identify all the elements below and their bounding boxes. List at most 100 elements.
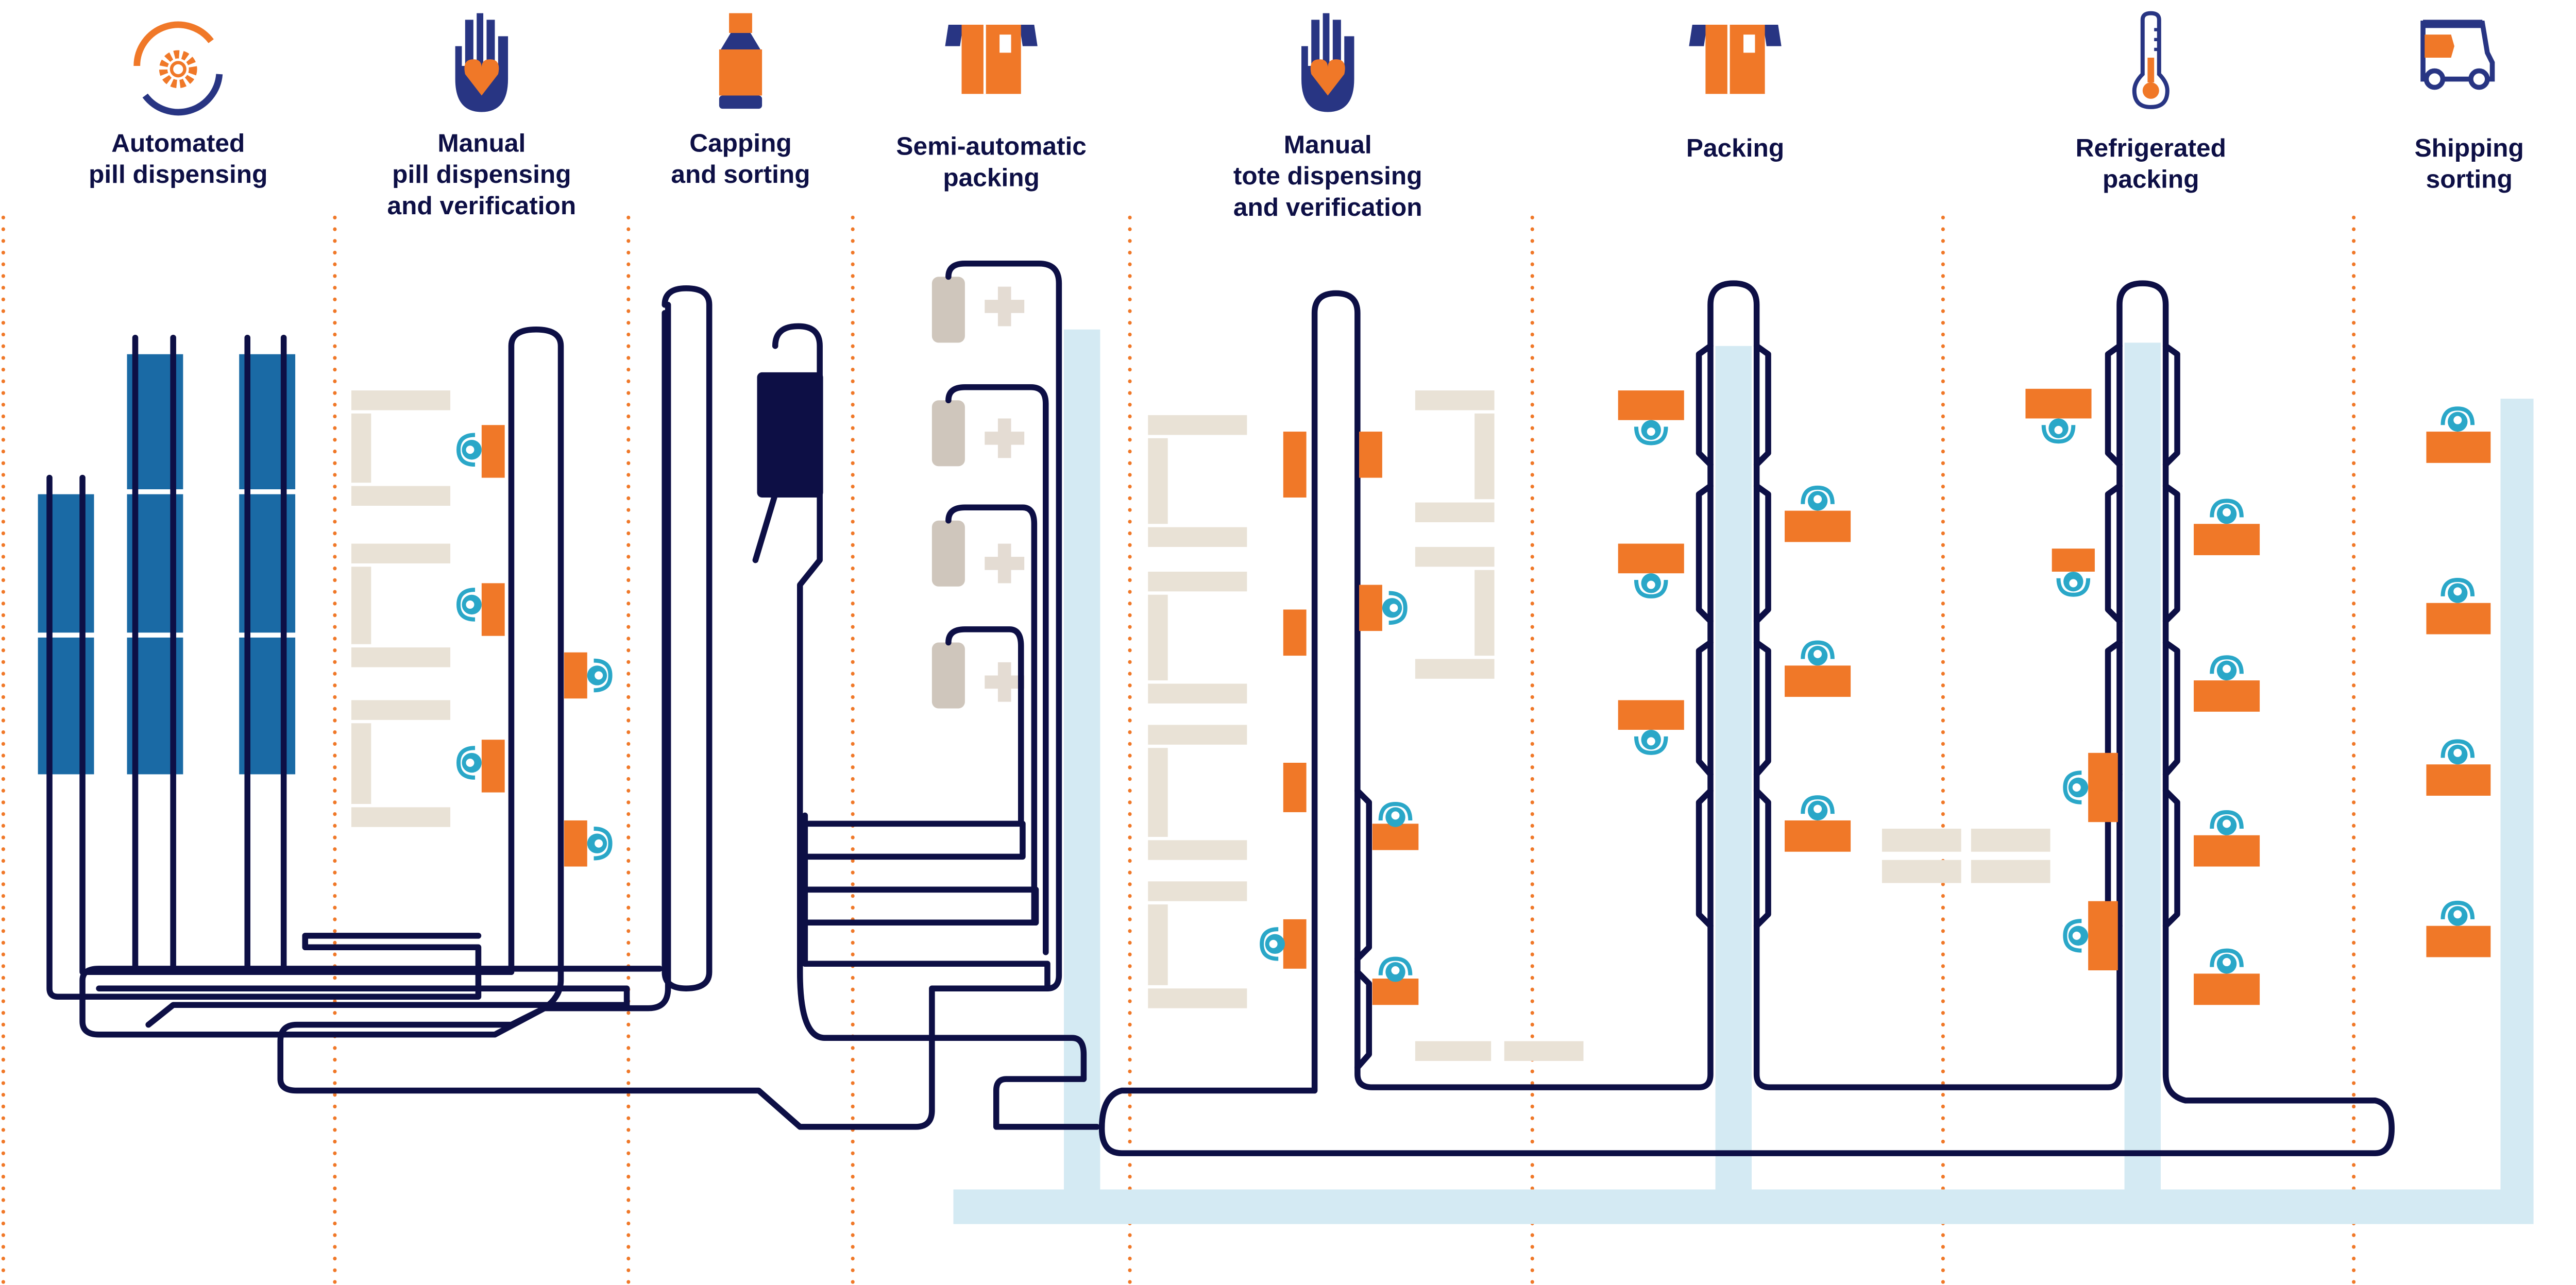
operator-icon: [1634, 420, 1668, 446]
operator-icon: [2441, 577, 2475, 603]
track: [945, 626, 1024, 827]
automated-dispensers: [38, 354, 296, 775]
track: [662, 285, 713, 991]
workstation-station: [1618, 390, 1684, 420]
conveyor-segment: [2124, 342, 2161, 1200]
workstation-station: [1785, 665, 1851, 697]
workstation: [1415, 390, 1495, 522]
workstation: [1148, 725, 1247, 860]
stage-label: packing: [943, 163, 1039, 192]
workstation-station: [2426, 764, 2491, 796]
workstation-station: [2426, 926, 2491, 957]
open-box-icon: [945, 24, 1038, 94]
stage-label: Capping: [689, 128, 791, 157]
stage-label: Shipping: [2415, 133, 2524, 162]
operator-icon: [2210, 948, 2244, 974]
stage-label: Packing: [1686, 133, 1784, 162]
workstations: [351, 390, 2050, 1061]
pack-cross: [985, 543, 1025, 584]
track: [1696, 342, 1714, 929]
conveyor-segment: [1715, 346, 1752, 1203]
pack-cross: [985, 418, 1025, 458]
stage-label: and sorting: [671, 160, 810, 189]
workstation: [351, 543, 451, 667]
workstation: [1415, 1041, 1492, 1061]
workstation-station: [1283, 432, 1307, 498]
operator-icon: [1634, 573, 1668, 598]
workstation-station: [1618, 543, 1684, 574]
workstation: [1504, 1041, 1584, 1061]
workstation-station: [1359, 432, 1382, 478]
packer-unit: [931, 520, 965, 587]
workstation-station: [2426, 432, 2491, 463]
track: [772, 323, 1100, 1130]
stage-label: and verification: [387, 191, 577, 220]
stage-label: and verification: [1233, 193, 1422, 221]
workstation-station: [2088, 901, 2118, 971]
packer-unit: [931, 642, 965, 709]
operator-icon: [1378, 956, 1413, 982]
workstation-station: [2025, 388, 2092, 419]
operator-icon: [456, 746, 482, 780]
track: [79, 326, 663, 1038]
track: [46, 474, 482, 1000]
workstation: [351, 700, 451, 827]
stage-label: Manual: [437, 128, 526, 157]
workstation: [1415, 546, 1495, 679]
operator-icon: [2210, 655, 2244, 681]
workstation: [1148, 415, 1247, 547]
hand-heart-icon: [455, 13, 509, 112]
semi-auto-packers: [931, 277, 1025, 709]
stage-label: pill dispensing: [392, 160, 571, 189]
workstation: [1148, 881, 1247, 1008]
operator-icon: [1378, 801, 1413, 827]
operator-icon: [1382, 591, 1408, 625]
stage-header: Capping and sorting: [671, 13, 810, 189]
operator-icon: [2041, 418, 2076, 444]
stage-header: Shipping sorting: [2415, 20, 2524, 194]
stage-label: Automated: [111, 128, 245, 157]
operator-stations: [456, 388, 2491, 1005]
track: [945, 504, 1038, 926]
track: [1354, 787, 1372, 1071]
stage-label: sorting: [2426, 165, 2513, 194]
open-box-icon: [1689, 24, 1782, 94]
stage-label: packing: [2103, 165, 2199, 194]
workstation-station: [2194, 835, 2260, 867]
workstation: [1971, 860, 2050, 883]
operator-icon: [2210, 499, 2244, 524]
workstation-station: [2052, 549, 2095, 572]
stage-dividers: [1, 215, 2356, 1285]
stage-label: tote dispensing: [1233, 161, 1422, 190]
workstation-station: [1359, 585, 1382, 631]
stage-label: Refrigerated: [2076, 133, 2226, 162]
capping-machine: [757, 372, 823, 498]
stage-label: Semi-automatic: [896, 132, 1086, 161]
stage-header: Packing: [1686, 24, 1784, 162]
workstation: [1882, 828, 1961, 852]
operator-icon: [456, 588, 482, 622]
workstation-station: [1785, 510, 1851, 542]
workstation-station: [2088, 752, 2118, 823]
operator-icon: [456, 433, 482, 467]
workstation-station: [2194, 973, 2260, 1005]
workstation-station: [2426, 603, 2491, 635]
workstation-station: [564, 820, 587, 867]
operator-icon: [2210, 810, 2244, 835]
workstation-station: [1372, 824, 1419, 850]
operator-icon: [2063, 770, 2089, 804]
operator-icon: [2441, 406, 2475, 432]
pack-cross: [985, 286, 1025, 327]
workstation-station: [1283, 763, 1307, 812]
workstation: [1148, 571, 1247, 704]
operator-icon: [1801, 795, 1835, 820]
operator-icon: [587, 826, 613, 861]
pack-cross: [985, 662, 1025, 702]
workstation-station: [481, 740, 505, 793]
